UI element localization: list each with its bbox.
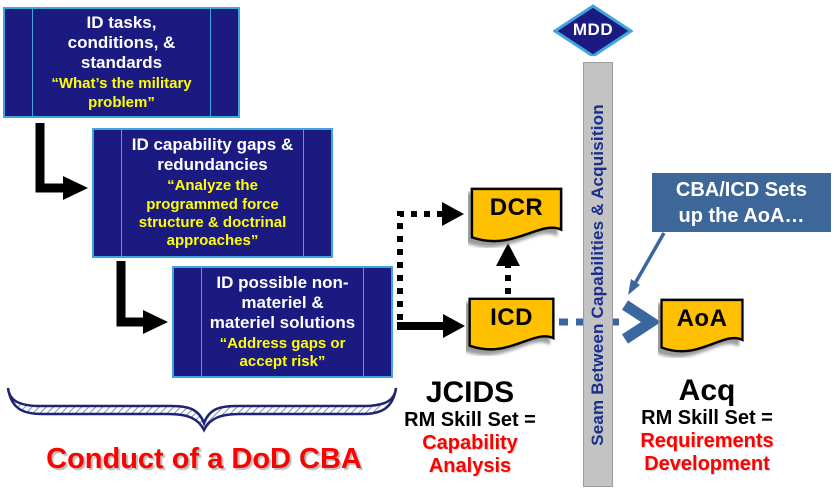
aoa-document: AoA [658, 297, 746, 358]
callout-pointer-line [631, 232, 666, 288]
icd-document: ICD [466, 296, 557, 356]
process-box-title: ID capability gaps & redundancies [131, 135, 294, 175]
acq-column-label: Acq RM Skill Set = Requirements Developm… [612, 375, 802, 477]
acq-heading: Acq [678, 374, 736, 407]
jcids-skill-prefix: RM Skill Set = [404, 408, 536, 431]
process-box-title: ID tasks, conditions, & standards [67, 13, 176, 73]
process-box-quote: “Analyze the programmed force structure … [138, 177, 287, 250]
chevron-arrowhead-aoa [621, 300, 662, 344]
process-box-title: ID possible non- materiel & materiel sol… [209, 272, 356, 332]
box-divider [303, 130, 304, 256]
callout-pointer-arrowhead [628, 279, 640, 295]
seam-bar-label: Seam Between Capabilities & Acquisition [588, 103, 607, 446]
icd-label: ICD [490, 303, 533, 331]
mdd-milestone-diamond: MDD [552, 4, 634, 58]
dotted-arrow-box3-to-dcr [397, 211, 442, 320]
mdd-label: MDD [572, 20, 614, 39]
arrow-box2-to-box3 [116, 261, 143, 327]
box-divider [32, 9, 33, 116]
process-box-gaps: ID capability gaps & redundancies “Analy… [92, 128, 333, 258]
dcr-label: DCR [489, 194, 544, 222]
box-divider [121, 130, 122, 256]
aoa-label: AoA [676, 304, 728, 332]
jcids-skill-value: Capability Analysis [422, 431, 518, 478]
box-divider [201, 268, 202, 376]
process-box-quote: “What’s the military problem” [51, 75, 192, 111]
arrowhead-box3-to-icd [443, 314, 465, 338]
arrowhead-box1-to-box2 [63, 176, 88, 200]
document-shape [468, 297, 555, 351]
cba-icd-callout: CBA/ICD Sets up the AoA… [652, 173, 831, 232]
arrow-box1-to-box2 [35, 123, 63, 193]
jcids-heading: JCIDS [425, 376, 515, 409]
brace-shape [6, 387, 398, 433]
jcids-column-label: JCIDS RM Skill Set = Capability Analysis [385, 377, 555, 479]
arrowhead-box2-to-box3 [143, 310, 168, 334]
box-divider [363, 268, 364, 376]
acq-skill-value: Requirements Development [640, 429, 774, 476]
seam-bar: Seam Between Capabilities & Acquisition [583, 62, 613, 487]
brace-caption: Conduct of a DoD CBA [46, 443, 362, 475]
acq-skill-prefix: RM Skill Set = [641, 406, 773, 429]
dcr-document: DCR [468, 186, 565, 248]
process-box-solutions: ID possible non- materiel & materiel sol… [172, 266, 393, 378]
box-divider [210, 9, 211, 116]
document-shape [660, 298, 744, 353]
process-box-quote: “Address gaps or accept risk” [219, 334, 346, 371]
process-box-tasks: ID tasks, conditions, & standards “What’… [3, 7, 240, 118]
arrowhead-box3-to-dcr [442, 202, 464, 226]
document-shape [470, 187, 563, 243]
